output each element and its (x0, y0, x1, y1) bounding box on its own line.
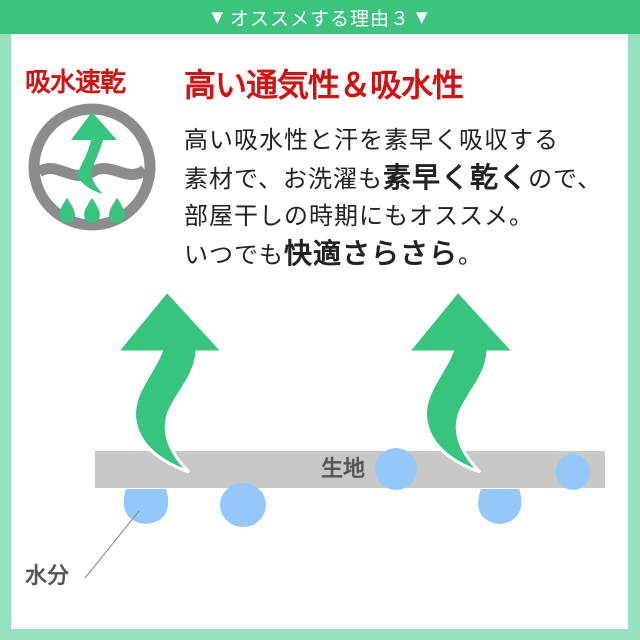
evaporation-arrow-icon (404, 288, 518, 474)
fabric-diagram (84, 288, 605, 579)
quick-dry-icon (27, 102, 157, 232)
water-drop-icon (220, 483, 266, 527)
triangle-down-icon: ▼ (416, 8, 429, 26)
triangle-down-icon: ▼ (211, 8, 224, 26)
description-line: 高い吸水性と汗を素早く吸収する (184, 126, 559, 154)
water-label: 水分 (25, 564, 70, 589)
feature-headline: 高い通気性＆吸水性 (184, 66, 464, 104)
water-drop-icon (556, 454, 590, 490)
emphasis-text: 素早く乾く (383, 161, 529, 194)
water-drop-icon (123, 489, 169, 524)
description-line: 素材で、お洗濯も素早く乾くので、 (184, 159, 602, 198)
water-drop-icon (375, 448, 417, 490)
feature-tag: 吸水速乾 (25, 68, 126, 98)
text: いつでも (184, 241, 284, 269)
description-line: 部屋干しの時期にもオススメ。 (184, 202, 534, 230)
emphasis-text: 快適さらさら (284, 237, 459, 270)
evaporation-arrow-icon (113, 288, 227, 474)
description-line: いつでも快適さらさら。 (184, 235, 602, 274)
feature-description: 高い吸水性と汗を素早く吸収する 素材で、お洗濯も素早く乾くので、 部屋干しの時期… (184, 122, 602, 274)
section-header: ▼ オススメする理由３ ▼ (0, 0, 640, 34)
leader-line (84, 510, 140, 579)
text: 素材で、お洗濯も (184, 165, 384, 193)
section-title: オススメする理由３ (229, 7, 410, 30)
content-panel: 吸水速乾 高い通気性＆吸水性 高い吸水性と汗を素早く吸収する 素材で、お洗濯も素… (11, 34, 628, 629)
water-drop-icon (478, 489, 522, 524)
text: ので、 (528, 165, 603, 193)
fabric-label: 生地 (321, 457, 366, 482)
text: 。 (458, 241, 484, 269)
